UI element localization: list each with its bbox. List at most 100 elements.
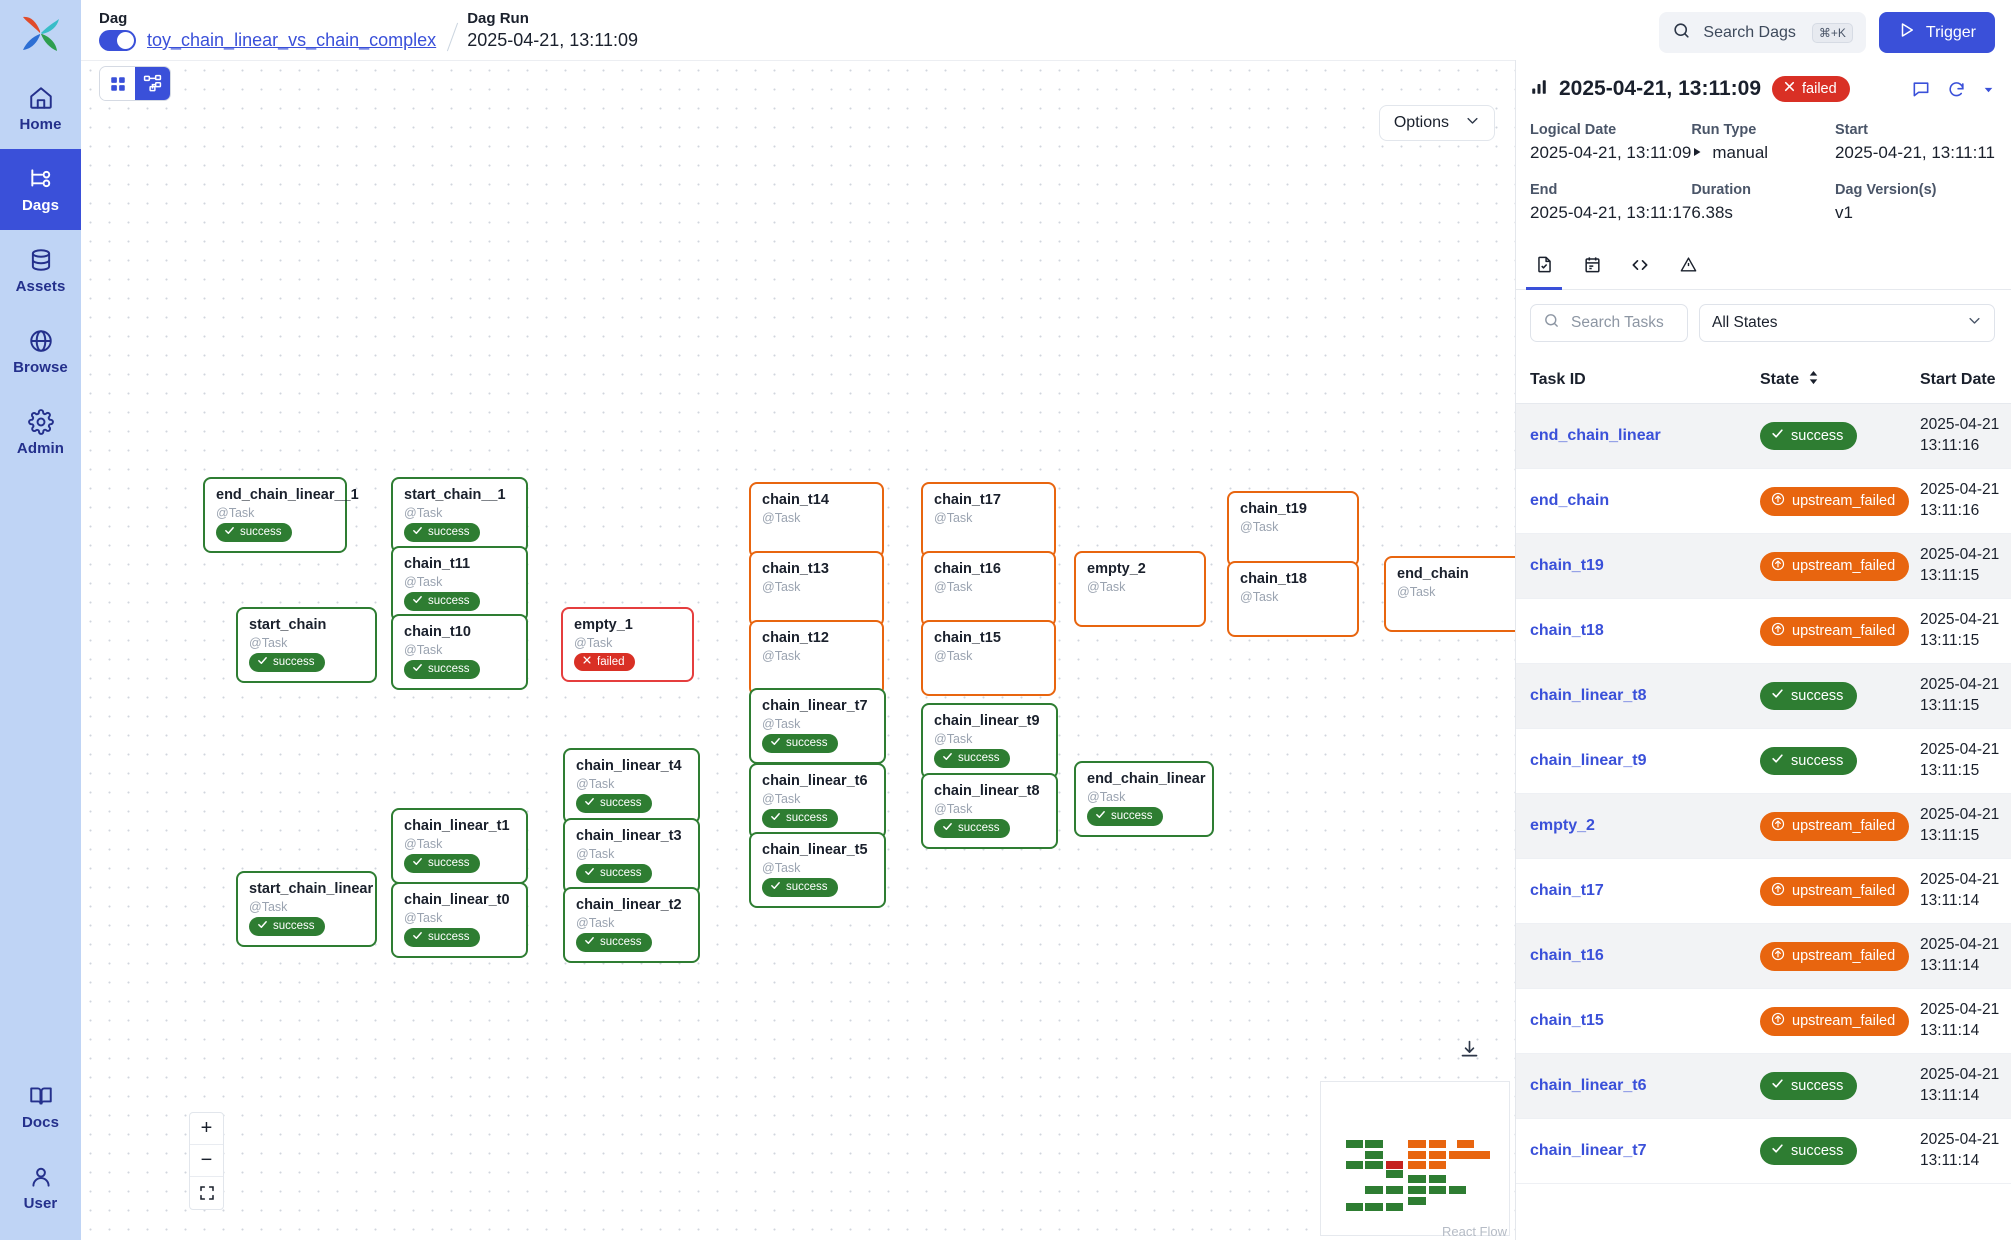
dag-label: Dag [99, 10, 128, 27]
dag-name-link[interactable]: toy_chain_linear_vs_chain_complex [147, 30, 437, 50]
column-state[interactable]: State [1760, 370, 1920, 390]
status-badge-label: upstream_failed [1792, 492, 1896, 509]
sidebar-item-browse[interactable]: Browse [0, 311, 81, 392]
task-id-link[interactable]: chain_linear_t6 [1530, 1077, 1647, 1094]
sidebar-item-assets[interactable]: Assets [0, 230, 81, 311]
task-id-link[interactable]: end_chain_linear [1530, 427, 1661, 444]
graph-node-state-label: upstream_failed [958, 669, 1040, 682]
tab-events[interactable] [1568, 245, 1616, 289]
tab-code[interactable] [1616, 245, 1664, 289]
sidebar-item-docs-label: Docs [21, 1113, 60, 1131]
state-filter-select[interactable]: All States [1699, 304, 1995, 342]
options-button[interactable]: Options [1378, 105, 1495, 141]
task-id-link[interactable]: end_chain [1530, 492, 1610, 509]
fit-view-button[interactable] [190, 1177, 223, 1209]
task-state-cell: upstream_failed [1760, 486, 1920, 516]
dag-graph-canvas[interactable]: Options [81, 60, 1515, 1240]
search-tasks-input[interactable]: Search Tasks [1530, 304, 1688, 342]
trigger-button[interactable]: Trigger [1878, 12, 1995, 53]
note-icon[interactable] [1911, 79, 1931, 99]
task-id-link[interactable]: chain_t15 [1530, 1012, 1604, 1029]
minimap-node [1408, 1161, 1426, 1170]
task-id-link[interactable]: chain_t17 [1530, 882, 1604, 899]
caret-down-icon[interactable] [1982, 83, 1995, 96]
graph-minimap[interactable] [1320, 1081, 1510, 1236]
graph-node-state-chip: success [1087, 806, 1163, 827]
dag-pause-toggle[interactable] [99, 30, 136, 51]
grid-view-button[interactable] [100, 67, 135, 100]
task-id-link[interactable]: chain_t19 [1530, 557, 1604, 574]
graph-node-title: chain_linear_t1 [404, 818, 510, 834]
graph-view-button[interactable] [135, 67, 170, 100]
airflow-logo[interactable] [0, 0, 81, 68]
minimap-node [1456, 1151, 1474, 1159]
zoom-in-button[interactable]: + [190, 1113, 223, 1145]
tab-task-instances[interactable] [1520, 245, 1568, 290]
task-id-link[interactable]: chain_linear_t9 [1530, 752, 1647, 769]
sidebar-item-admin[interactable]: Admin [0, 392, 81, 473]
field-value-logical-date: 2025-04-21, 13:11:09 [1530, 143, 1692, 162]
tab-warnings[interactable] [1664, 245, 1712, 289]
task-id-link[interactable]: chain_t18 [1530, 622, 1604, 639]
sidebar-item-user[interactable]: User [0, 1147, 81, 1228]
upstream_failed-icon [942, 599, 953, 613]
task-id-link[interactable]: empty_2 [1530, 817, 1595, 834]
sidebar-item-dags[interactable]: Dags [0, 149, 81, 230]
task-id-link[interactable]: chain_linear_t7 [1530, 1142, 1647, 1159]
graph-node-state-chip: upstream_failed [762, 528, 878, 548]
search-dags-input[interactable]: Search Dags ⌘+K [1659, 12, 1866, 53]
task-id-link[interactable]: chain_linear_t8 [1530, 687, 1647, 704]
zoom-out-button[interactable]: − [190, 1145, 223, 1177]
graph-node-type: @Task [762, 510, 801, 525]
status-badge-label: upstream_failed [1792, 1012, 1896, 1029]
download-icon[interactable] [1459, 1039, 1480, 1065]
task-id-link[interactable]: chain_t16 [1530, 947, 1604, 964]
refresh-icon[interactable] [1947, 80, 1966, 99]
sidebar-item-home[interactable]: Home [0, 68, 81, 149]
run-state-label: failed [1802, 80, 1837, 97]
sidebar-item-docs[interactable]: Docs [0, 1066, 81, 1147]
